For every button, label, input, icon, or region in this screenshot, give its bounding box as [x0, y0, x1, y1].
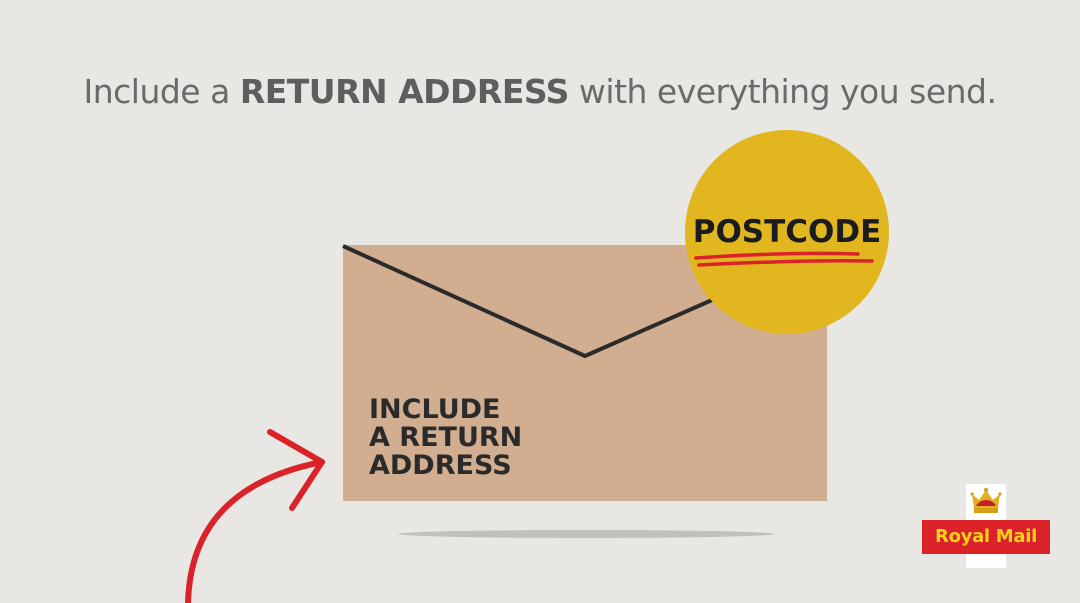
postcode-label: POSTCODE [692, 214, 882, 250]
headline-suffix: with everything you send. [568, 72, 997, 111]
headline: Include a RETURN ADDRESS with everything… [0, 72, 1080, 111]
logo-text: Royal Mail [935, 526, 1037, 547]
headline-emphasis: RETURN ADDRESS [239, 72, 570, 111]
crown-icon [970, 487, 1002, 513]
return-address-line-3: ADDRESS [369, 450, 512, 481]
royal-mail-logo: Royal Mail [922, 484, 1050, 568]
return-address-label: INCLUDE A RETURN ADDRESS [369, 396, 619, 480]
logo-plate [922, 520, 1050, 554]
return-address-line-2: A RETURN [369, 422, 523, 453]
return-address-line-1: INCLUDE [369, 394, 501, 425]
postcode-badge [685, 130, 889, 334]
headline-prefix: Include a [83, 72, 240, 111]
envelope-shadow [398, 530, 774, 538]
